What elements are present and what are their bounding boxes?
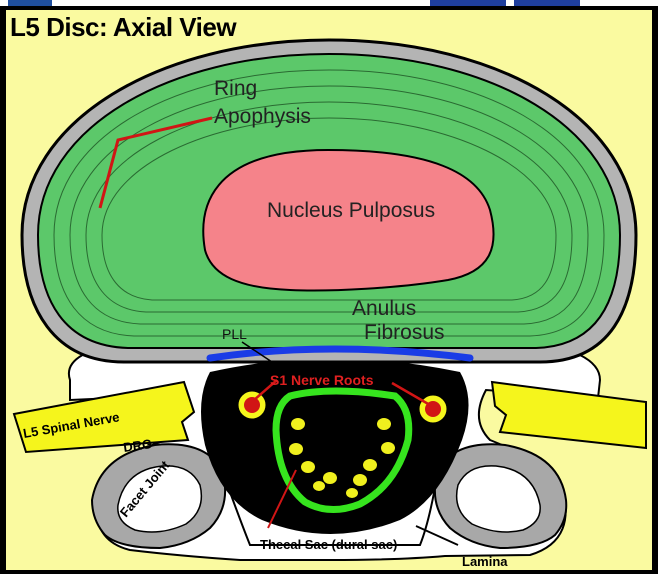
top-strip-tab-right: [514, 0, 580, 6]
nucleus-label: Nucleus Pulposus: [267, 199, 435, 222]
rootlet: [363, 459, 377, 471]
rootlet: [313, 481, 325, 491]
s1-roots-label: S1 Nerve Roots: [270, 372, 374, 388]
thecal-label: Thecal Sac (dural sac): [260, 537, 397, 552]
rootlet: [289, 443, 303, 455]
rootlet: [353, 474, 367, 486]
anulus-label-line1: Anulus: [352, 297, 416, 320]
rootlet: [323, 472, 337, 484]
diagram-title: L5 Disc: Axial View: [10, 12, 236, 43]
pll-label: PLL: [222, 326, 247, 342]
rootlet: [301, 461, 315, 473]
ring-label-line2: Apophysis: [214, 105, 311, 128]
ring-label-line1: Ring: [214, 77, 257, 100]
s1-root-right: [419, 395, 447, 423]
rootlet: [381, 442, 395, 454]
rootlet: [291, 418, 305, 430]
top-strip-tab-left: [8, 0, 52, 6]
top-strip-tab-mid: [430, 0, 506, 6]
lamina-label: Lamina: [462, 554, 508, 569]
rootlet: [346, 488, 358, 498]
rootlet: [377, 418, 391, 430]
s1-root-left: [238, 391, 266, 419]
anulus-label-line2: Fibrosus: [364, 321, 445, 344]
